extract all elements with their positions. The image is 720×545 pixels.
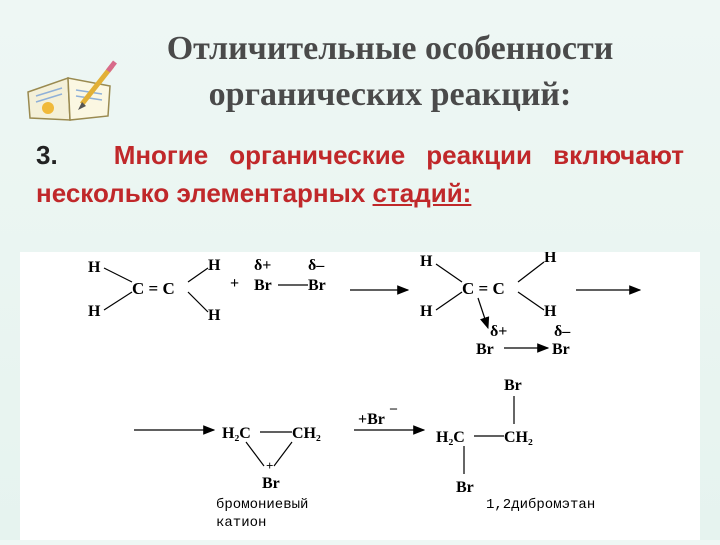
atom-h: H: [208, 257, 221, 274]
atom-h: H: [88, 303, 101, 320]
bond: [103, 267, 133, 283]
atom-h: H: [420, 253, 433, 270]
atom-h: H: [88, 259, 101, 276]
electron-shift-arrow: [477, 297, 490, 330]
ethylene-cc-right: C = C: [462, 279, 505, 298]
delta-plus: δ+: [254, 257, 271, 274]
bond: [103, 291, 133, 311]
atom-h: H: [544, 303, 557, 320]
delta-plus: δ+: [490, 323, 507, 340]
atom-br: Br: [308, 277, 326, 294]
ch2-group: CH₂: [504, 429, 533, 446]
point-three: 3.Многие органические реакции включают н…: [36, 136, 684, 212]
bromide-charge: –: [389, 401, 398, 416]
reaction-scheme: H H H H C = C + δ+ δ– Br Br H H H H C = …: [20, 249, 700, 540]
atom-br: Br: [254, 277, 272, 294]
bond: [187, 267, 209, 283]
bromide-ion: +Br: [358, 411, 385, 428]
bromonium-label-line1: бромониевый: [216, 496, 308, 513]
plus-sign: +: [230, 275, 239, 292]
point-number: 3.: [36, 140, 58, 170]
point-text: Многие органические реакции включают нес…: [36, 140, 684, 208]
h2c-group: H₂C: [222, 425, 251, 442]
atom-br: Br: [456, 479, 474, 496]
bond: [435, 263, 463, 283]
title-line-2: органических реакций:: [208, 76, 572, 113]
atom-br: Br: [262, 475, 280, 492]
atom-br: Br: [552, 341, 570, 358]
atom-h: H: [208, 307, 221, 324]
bond: [187, 291, 209, 313]
slide-title: Отличительные особенности органических р…: [80, 26, 700, 118]
bond: [517, 291, 545, 311]
delta-minus: δ–: [308, 257, 325, 274]
title-line-1: Отличительные особенности: [166, 30, 614, 67]
h2c-group: H₂C: [436, 429, 465, 446]
bond: [245, 441, 265, 467]
product-label: 1,2дибромэтан: [486, 496, 595, 513]
atom-br: Br: [504, 377, 522, 394]
cation-plus: +: [266, 458, 273, 473]
atom-br: Br: [476, 341, 494, 358]
bond: [517, 261, 545, 283]
atom-h: H: [544, 252, 557, 266]
atom-h: H: [420, 303, 433, 320]
bond: [273, 441, 293, 467]
bromonium-label-line2: катион: [216, 515, 266, 531]
open-book-icon: [27, 60, 117, 121]
delta-minus: δ–: [554, 323, 571, 340]
point-text-underlined: стадий:: [372, 178, 472, 208]
ch2-group: CH₂: [292, 425, 321, 442]
ethylene-cc: C = C: [132, 279, 175, 298]
bond: [435, 291, 463, 311]
